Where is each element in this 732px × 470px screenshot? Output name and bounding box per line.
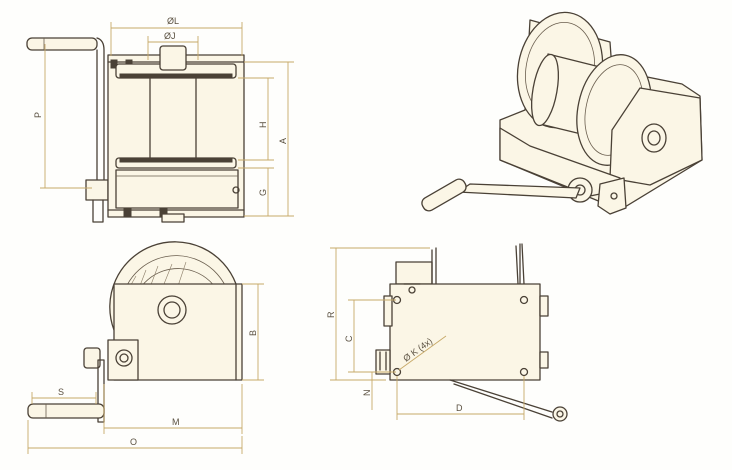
dim-O-label: O (130, 437, 137, 447)
dim-G-label: G (258, 189, 268, 196)
side-crank-gear (115, 349, 133, 367)
front-view: ØL ØJ P H A G (26, 16, 294, 223)
dim-B-label: B (248, 330, 258, 336)
dim-S-label: S (58, 387, 64, 397)
rear-view: R C N D Ø K (4x) (326, 243, 568, 422)
front-shaft-top (159, 45, 187, 71)
front-crank-arm (96, 37, 105, 186)
dim-H: H (238, 77, 274, 161)
dim-D-label: D (456, 403, 463, 413)
dim-J: ØJ (147, 31, 199, 60)
iso-side-plate (597, 177, 627, 215)
dim-C-label: C (344, 335, 354, 342)
side-view: B S M O (27, 241, 264, 454)
dim-P-label: P (33, 112, 43, 118)
dim-L-label: ØL (167, 16, 179, 26)
rear-bolt-hole (519, 295, 529, 305)
rear-crank-knob (552, 406, 568, 422)
dim-M-label: M (172, 417, 180, 427)
dim-R: R (326, 247, 430, 381)
iso-shaft-boss (641, 123, 667, 153)
dim-G: G (238, 167, 274, 216)
iso-crank-grip (421, 178, 467, 212)
dim-D: D (396, 376, 525, 420)
dim-B: B (242, 283, 264, 381)
rear-housing (389, 283, 541, 381)
dim-N: N (362, 372, 386, 410)
dim-R-label: R (326, 311, 336, 318)
dim-N-label: N (362, 390, 372, 397)
rear-top-block (395, 261, 433, 285)
dim-A-label: A (278, 138, 288, 144)
front-drum-core (149, 77, 197, 159)
side-crank-grip (27, 403, 105, 419)
dim-H-label: H (258, 122, 268, 129)
dim-P: P (33, 44, 92, 189)
dim-M: M (103, 384, 243, 434)
rear-bolt-hole (519, 367, 529, 377)
side-shaft-boss (157, 295, 187, 325)
dim-O: O (27, 420, 243, 454)
dim-A: A (244, 61, 294, 217)
front-crank-hub (85, 179, 109, 201)
dim-S: S (31, 387, 97, 404)
isometric-view (421, 11, 703, 215)
front-crank-grip (26, 37, 98, 51)
dim-L: ØL (110, 16, 243, 56)
dim-J-label: ØJ (164, 31, 176, 41)
